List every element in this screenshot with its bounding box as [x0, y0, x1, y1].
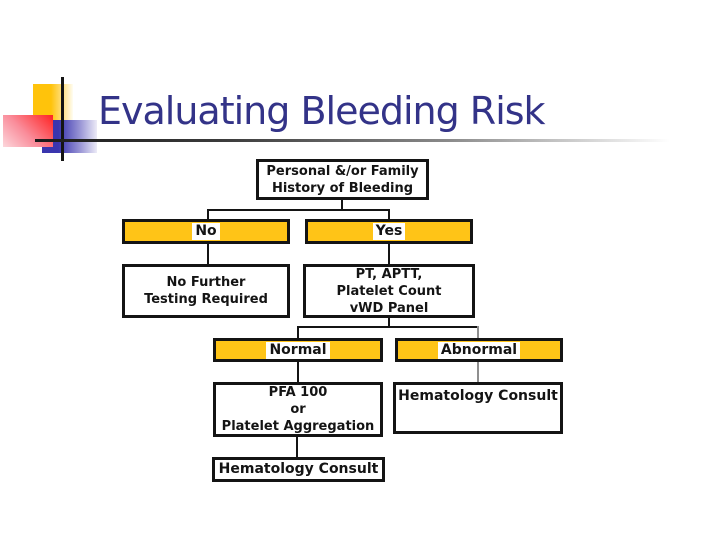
flow-node-yes: Yes [305, 219, 473, 244]
node-label: Hematology Consult [218, 461, 379, 477]
page-title: Evaluating Bleeding Risk [98, 89, 546, 133]
connector-pfa-to-hematology [296, 437, 298, 457]
node-label-line: or [290, 402, 306, 417]
flow-node-no: No [122, 219, 290, 244]
connector-drop-to-normal [297, 326, 299, 338]
flow-node-no-further-testing: No Further Testing Required [122, 264, 290, 318]
flow-node-personal-family-history: Personal &/or Family History of Bleeding [256, 159, 429, 200]
node-label-line: Platelet Count [336, 283, 442, 299]
flow-node-pfa-platelet-aggregation: PFA 100 or Platelet Aggregation [213, 382, 383, 437]
node-label-line: Platelet Aggregation [221, 419, 375, 434]
connector-drop-to-yes [388, 209, 390, 219]
node-label-line: vWD Panel [349, 300, 429, 316]
flow-node-abnormal: Abnormal [395, 338, 563, 362]
node-label: Abnormal [437, 341, 521, 359]
connector-yes-to-ptpanel [388, 244, 390, 264]
node-label: Hematology Consult [398, 388, 558, 404]
connector-normal-to-pfa [297, 362, 299, 382]
node-label-line: PFA 100 [268, 385, 328, 400]
connector-drop-to-abnormal [477, 326, 479, 338]
flow-node-hematology-consult-right: Hematology Consult [393, 382, 563, 434]
node-label-line: Personal &/or Family [266, 163, 419, 179]
node-label: Normal [266, 341, 330, 359]
connector-root-crossbar [207, 209, 390, 211]
title-underline [35, 139, 670, 142]
connector-abnormal-to-hematology [477, 362, 479, 382]
logo-vertical-line [61, 77, 64, 161]
connector-drop-to-no [207, 209, 209, 219]
flow-node-hematology-consult-bottom: Hematology Consult [212, 457, 385, 482]
connector-ptpanel-stem [388, 318, 390, 327]
node-label: Yes [372, 223, 406, 240]
flow-node-pt-aptt-panel: PT, APTT, Platelet Count vWD Panel [303, 264, 475, 318]
connector-result-crossbar [297, 326, 479, 328]
node-label: No [192, 223, 220, 240]
connector-no-to-nofurther [207, 244, 209, 264]
connector-root-stem [341, 199, 343, 210]
node-label-line: No Further [166, 275, 246, 290]
node-label-line: Testing Required [144, 292, 268, 307]
flow-node-normal: Normal [213, 338, 383, 362]
node-label-line: History of Bleeding [271, 180, 414, 196]
logo-red-square [3, 115, 53, 147]
node-label-line: PT, APTT, [355, 266, 423, 282]
